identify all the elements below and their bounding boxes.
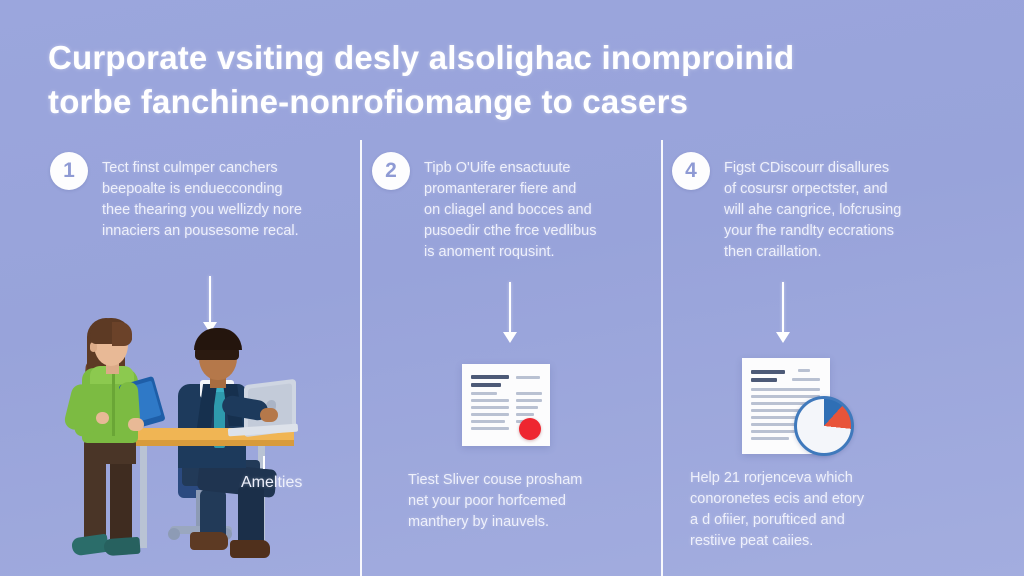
woman-hand-left	[96, 412, 109, 424]
red-seal-stamp-icon	[519, 418, 541, 440]
column-divider-2	[661, 140, 663, 576]
doc-text-line	[471, 420, 505, 423]
doc-text-line	[516, 392, 542, 395]
step-number-1: 1	[63, 159, 75, 182]
title-line-1: Curporate vsiting desly alsolighac inomp…	[48, 39, 795, 76]
doc-text-line	[471, 392, 497, 395]
woman-shoe-right	[103, 536, 141, 557]
caption-line: a d ofiier, porufticed and	[690, 512, 845, 528]
pie-chart-icon	[794, 396, 854, 456]
paragraph-line: promanterarer fiere and	[424, 181, 577, 197]
arrow-head	[203, 322, 217, 333]
caption-line: manthery by inauvels.	[408, 514, 550, 530]
caption-2: Tiest Sliver couse prosham net your poor…	[408, 470, 582, 533]
down-arrow-icon-3	[776, 282, 790, 343]
doc-text-line	[471, 413, 509, 416]
caption-1: Amelties	[241, 472, 302, 493]
column-divider-1	[360, 140, 362, 576]
doc-heading-line	[751, 370, 785, 374]
step-paragraph-3: Figst CDiscourr disallures of cosursr or…	[724, 158, 959, 263]
doc-text-line	[751, 402, 816, 405]
paragraph-line: is anoment roqusint.	[424, 244, 555, 260]
caption-line: net your poor horfcemed	[408, 493, 566, 509]
paragraph-line: Tipb O'Uife ensactuute	[424, 160, 571, 176]
step-badge-1: 1	[50, 152, 88, 190]
doc-text-line	[516, 413, 534, 416]
doc-text-line	[751, 437, 789, 440]
arrow-head	[776, 332, 790, 343]
paragraph-line: then craillation.	[724, 244, 822, 260]
title-line-2: torbe fanchine-nonrofiomange to casers	[48, 83, 689, 120]
man-shoe-front	[230, 540, 270, 558]
doc-text-line	[751, 395, 820, 398]
man-tie	[214, 392, 225, 448]
paragraph-line: pusoedir cthe frce vedlibus	[424, 223, 597, 239]
arrow-shaft	[509, 282, 511, 332]
caption-line: conoronetes ecis and etory	[690, 491, 865, 507]
caption-line: Amelties	[241, 474, 303, 491]
page-title: Curporate vsiting desly alsolighac inomp…	[48, 36, 948, 124]
arrow-shaft	[782, 282, 784, 332]
paragraph-line: of cosursr orpectster, and	[724, 181, 888, 197]
down-arrow-icon-2	[503, 282, 517, 343]
paragraph-line: will ahe cangrice, lofcrusing	[724, 202, 902, 218]
paragraph-line: innaciers an pousesome recal.	[102, 223, 299, 239]
man-lower-leg	[238, 486, 264, 548]
doc-text-line	[471, 427, 509, 430]
doc-text-line	[751, 430, 795, 433]
caption-line: Help 21 rorjenceva which	[690, 470, 853, 486]
woman-leg-left	[84, 458, 106, 544]
caption-line: restiive peat caiies.	[690, 533, 814, 549]
step-paragraph-1: Tect finst culmper canchers beepoalte is…	[102, 158, 342, 242]
caption-line: Tiest Sliver couse prosham	[408, 472, 583, 488]
doc-text-line	[471, 399, 509, 402]
step-paragraph-2: Tipb O'Uife ensactuute promanterarer fie…	[424, 158, 649, 263]
man-hair-top	[194, 328, 242, 350]
doc-text-line	[516, 399, 542, 402]
step-badge-2: 2	[372, 152, 410, 190]
doc-text-line	[751, 388, 820, 391]
man-hand	[260, 408, 278, 422]
office-chair-wheel	[168, 528, 180, 540]
step-badge-4: 4	[672, 152, 710, 190]
desk-top-edge	[134, 440, 294, 446]
doc-text-line	[792, 378, 820, 381]
doc-text-line	[751, 416, 811, 419]
down-arrow-icon-1	[203, 276, 217, 333]
arrow-head	[503, 332, 517, 343]
woman-leg-right	[110, 458, 132, 544]
woman-hand-right	[128, 418, 144, 431]
doc-text-line	[516, 406, 538, 409]
arrow-shaft	[209, 276, 211, 322]
paragraph-line: beepoalte is enduecconding	[102, 181, 283, 197]
doc-heading-line	[471, 375, 509, 379]
desk-leg-left	[140, 444, 147, 548]
doc-text-line	[751, 409, 820, 412]
caption-3: Help 21 rorjenceva which conoronetes eci…	[690, 468, 864, 552]
step-number-2: 2	[385, 159, 397, 182]
woman-ear	[90, 342, 97, 352]
doc-text-line	[798, 369, 810, 372]
paragraph-line: Figst CDiscourr disallures	[724, 160, 890, 176]
step-number-4: 4	[685, 159, 697, 182]
doc-text-line	[751, 423, 803, 426]
woman-hair-fringe	[112, 322, 132, 346]
paragraph-line: on cliagel and bocces and	[424, 202, 592, 218]
woman-blouse-placket	[112, 374, 115, 436]
paragraph-line: your fhe randlty eccrations	[724, 223, 895, 239]
paragraph-line: Tect finst culmper canchers	[102, 160, 278, 176]
doc-heading-line	[471, 383, 501, 387]
doc-text-line	[471, 406, 509, 409]
paragraph-line: thee thearing you wellizdy nore	[102, 202, 302, 218]
office-people-illustration	[60, 300, 350, 558]
caption-tick-mark	[263, 456, 265, 469]
doc-text-line	[516, 376, 540, 379]
doc-heading-line	[751, 378, 777, 382]
man-shoe-back	[190, 532, 228, 550]
